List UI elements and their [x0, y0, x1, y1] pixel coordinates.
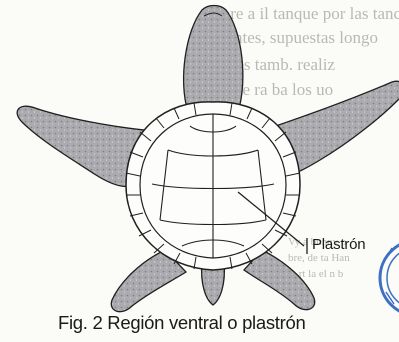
turtle-head — [184, 6, 243, 113]
seal-stamp — [380, 240, 399, 316]
plastron-label: Plastrón — [312, 236, 365, 253]
figure-caption: Fig. 2 Región ventral o plastrón — [58, 312, 306, 334]
